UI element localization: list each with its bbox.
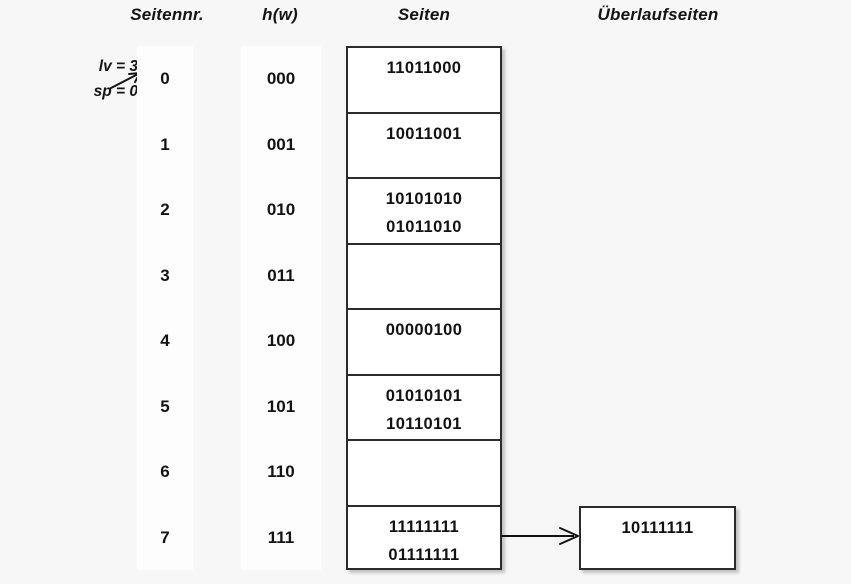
page-entry: 11011000 xyxy=(386,59,462,77)
page-entry: 10101010 xyxy=(385,190,463,208)
hw-cell: 111 xyxy=(267,527,295,547)
seitennr-cell: 6 xyxy=(160,462,170,481)
page-entry: 01011010 xyxy=(386,218,462,236)
seitennr-cell: 7 xyxy=(160,527,170,547)
page-bucket-row-empty xyxy=(348,245,500,310)
page-bucket-row: 11111111 01111111 xyxy=(348,507,500,573)
level-split-annotation: lv = 3 sp = 0 xyxy=(34,54,138,104)
seitennr-column-strip xyxy=(137,46,193,570)
page-entry: 10011001 xyxy=(386,124,462,143)
seitennr-cell: 4 xyxy=(160,331,170,350)
page-bucket-row-empty xyxy=(348,441,500,507)
seitennr-cell: 0 xyxy=(160,69,170,88)
hw-cell: 110 xyxy=(267,462,295,481)
seitennr-cell: 3 xyxy=(160,265,170,285)
page-entry: 00000100 xyxy=(385,321,463,339)
hw-cell: 000 xyxy=(266,69,296,88)
pages-table: 11011000 10011001 10101010 01011010 0000… xyxy=(346,46,502,570)
hw-cell: 010 xyxy=(266,200,296,219)
arrow-right-icon xyxy=(502,527,579,545)
column-header-seiten: Seiten xyxy=(397,5,451,24)
page-entry: 01111111 xyxy=(388,545,460,564)
hw-cell: 011 xyxy=(267,265,295,285)
hw-cell: 101 xyxy=(266,396,296,416)
page-bucket-row: 11011000 xyxy=(348,48,500,114)
page-bucket-row: 10101010 01011010 xyxy=(348,179,500,245)
page-entry: 01010101 xyxy=(385,386,463,405)
column-header-ueberlaufseiten: Überlaufseiten xyxy=(597,5,719,24)
column-header-hw: h(w) xyxy=(262,5,298,24)
page-entry: 10110101 xyxy=(386,414,462,433)
seitennr-cell: 2 xyxy=(160,200,170,219)
annotation-sp: sp = 0 xyxy=(93,83,138,100)
hw-cell: 001 xyxy=(266,134,296,154)
overflow-page-box: 10111111 xyxy=(579,506,736,570)
hw-cell: 100 xyxy=(266,331,296,350)
seitennr-cell: 1 xyxy=(160,134,170,154)
page-bucket-row: 01010101 10110101 xyxy=(348,376,500,441)
annotation-lv: lv = 3 xyxy=(98,58,138,75)
hw-column-strip xyxy=(241,46,321,570)
page-bucket-row: 10011001 xyxy=(348,114,500,179)
column-header-seitennr: Seitennr. xyxy=(130,5,204,24)
seitennr-cell: 5 xyxy=(160,396,170,416)
page-bucket-row: 00000100 xyxy=(348,310,500,376)
overflow-page-entry: 10111111 xyxy=(621,519,694,537)
page-entry: 11111111 xyxy=(388,517,460,536)
